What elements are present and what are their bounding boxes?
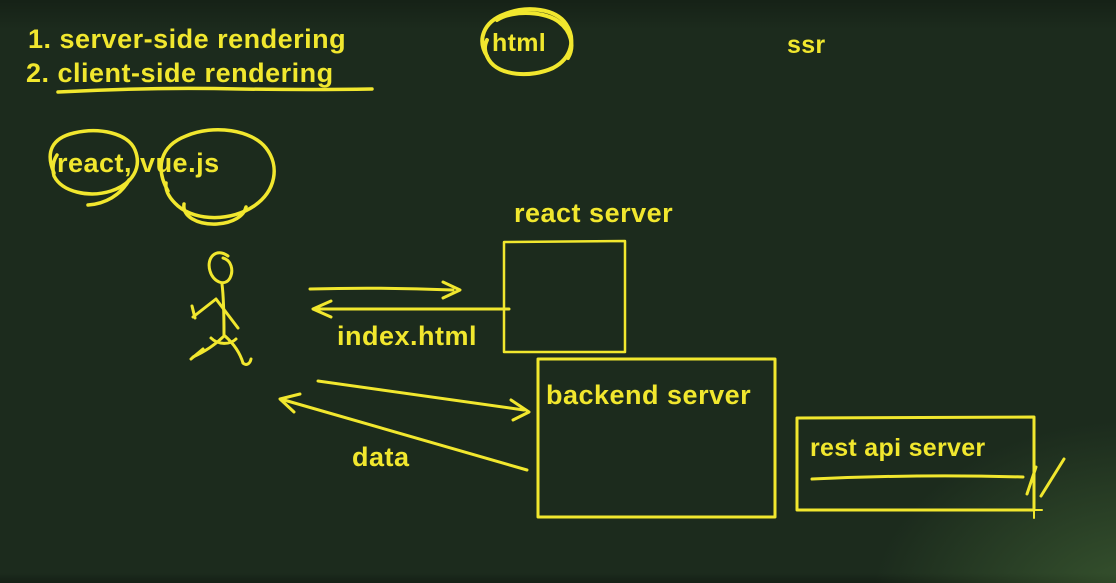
cross-mark <box>1025 501 1043 519</box>
arrow-request-data <box>316 379 531 422</box>
react-server-label: react server <box>514 198 674 228</box>
arrow-response-index <box>311 299 511 319</box>
client-side-underline <box>56 86 374 94</box>
backend-server-box <box>536 357 777 519</box>
rest-api-server-box <box>795 415 1036 512</box>
rest-api-server-label: rest api server <box>810 434 986 462</box>
rest-api-underline <box>810 474 1025 481</box>
frameworks-label: react, vue.js <box>57 148 220 178</box>
backend-server-label: backend server <box>546 380 752 410</box>
react-circle <box>48 129 140 207</box>
arrow-response-data <box>278 392 529 472</box>
list-item-client-side: 2. client-side rendering <box>26 58 334 88</box>
index-html-label: index.html <box>337 321 478 351</box>
data-label: data <box>352 442 410 472</box>
arrow-request-index <box>308 280 462 300</box>
list-item-server-side: 1. server-side rendering <box>28 24 347 54</box>
html-label: html <box>492 29 546 57</box>
vuejs-circle <box>159 128 276 226</box>
stick-figure-icon <box>189 251 253 366</box>
slash-marks <box>1025 457 1066 498</box>
html-circle <box>480 7 574 77</box>
react-server-box <box>502 239 627 354</box>
ssr-label: ssr <box>787 31 826 59</box>
